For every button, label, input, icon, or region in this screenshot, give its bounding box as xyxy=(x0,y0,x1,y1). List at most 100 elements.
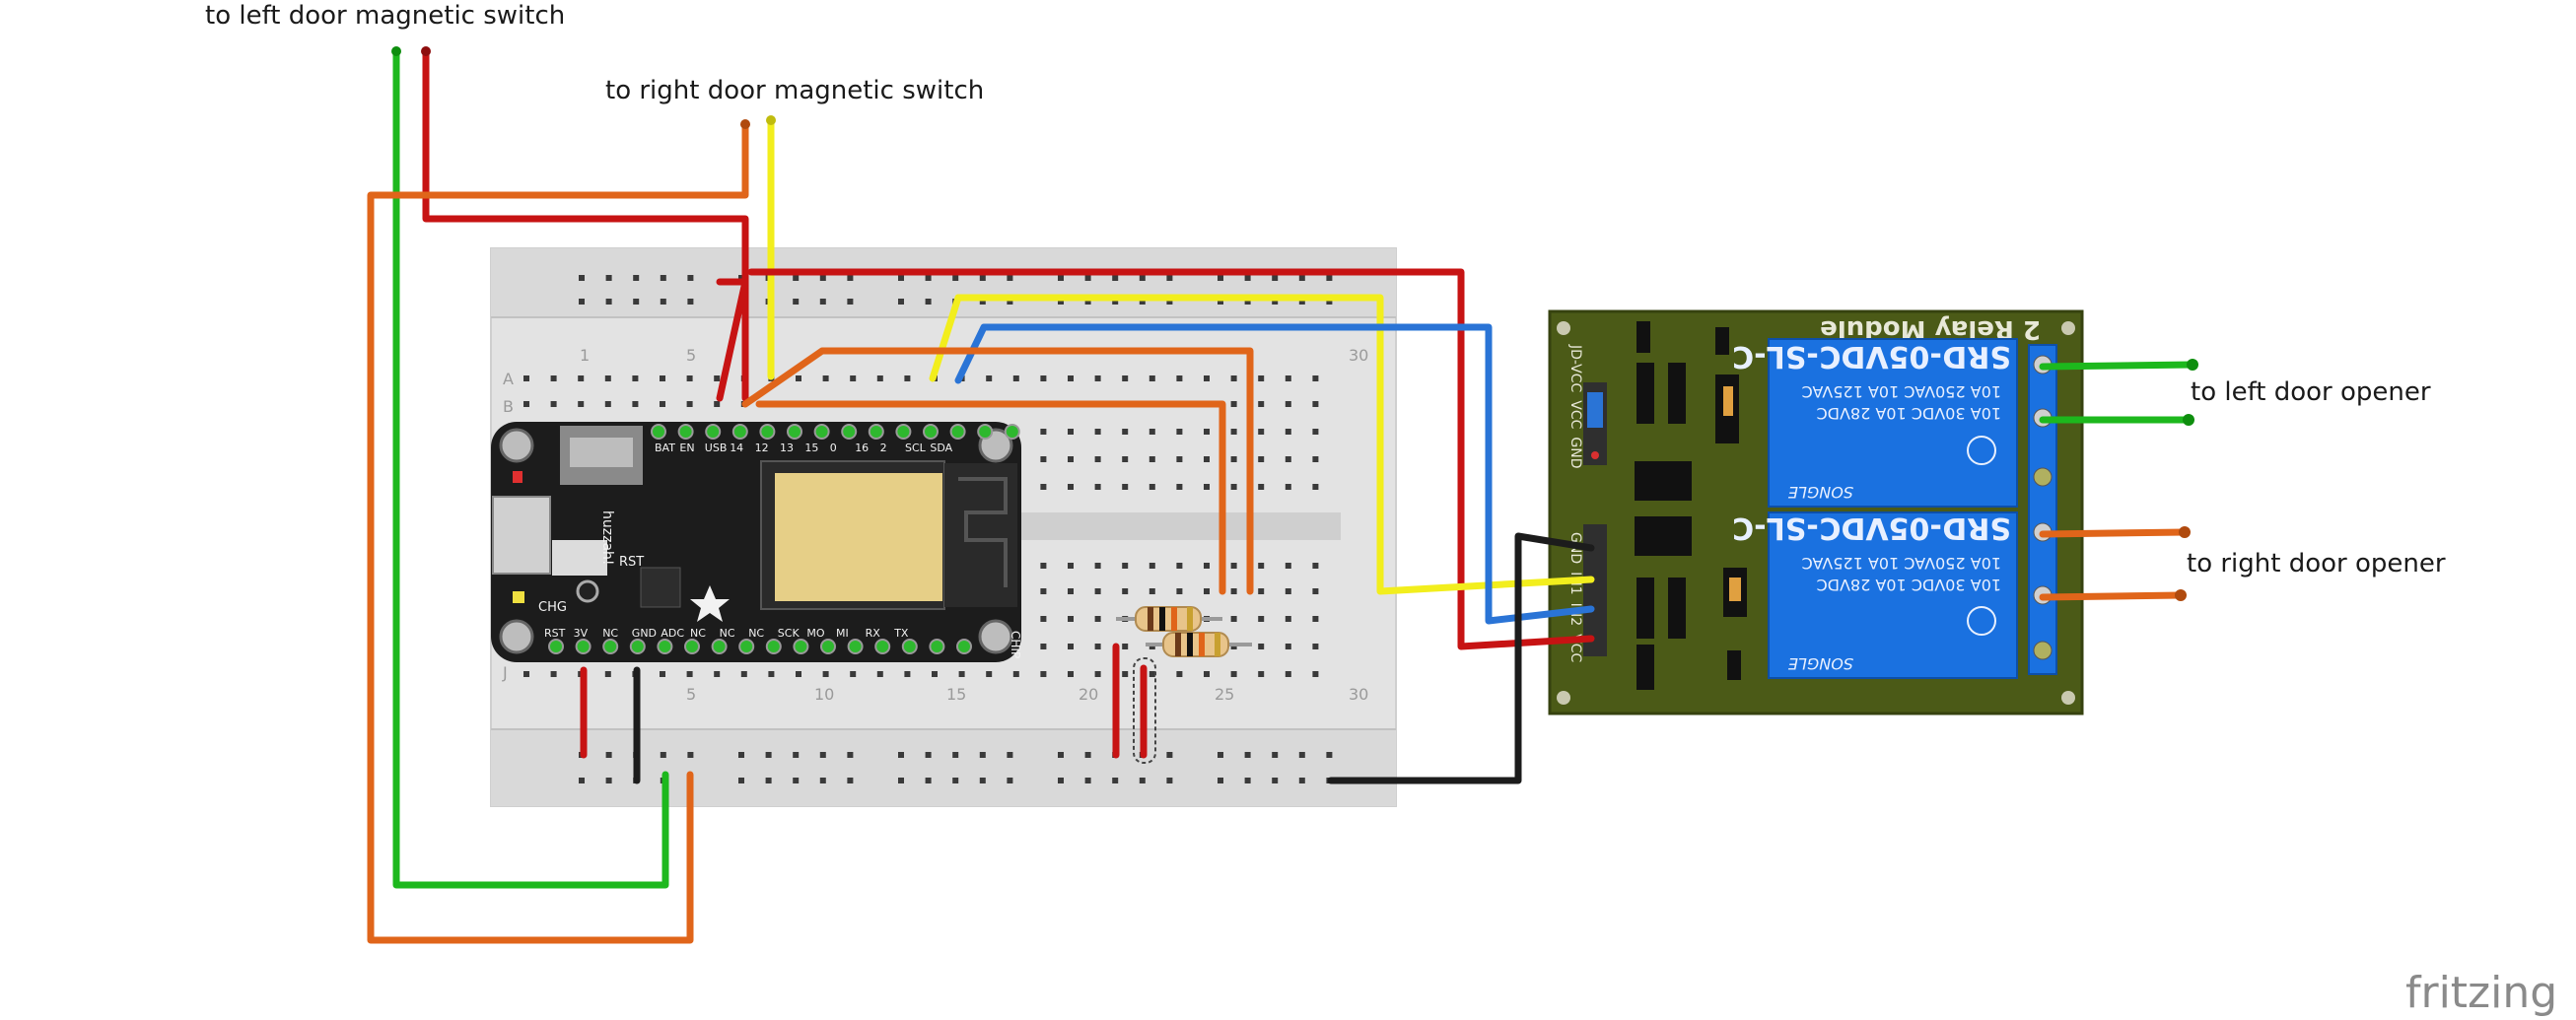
feather-pin xyxy=(787,424,802,440)
feather-pin xyxy=(651,424,666,440)
feather-bottom-pin-label: RX xyxy=(866,627,881,640)
feather-rst-label: RST xyxy=(619,555,644,570)
breadboard-hole xyxy=(1312,671,1319,677)
feather-pin xyxy=(548,639,564,654)
breadboard-hole xyxy=(660,275,666,281)
breadboard-hole xyxy=(986,671,993,677)
breadboard-hole xyxy=(1176,375,1183,381)
breadboard-hole xyxy=(1094,588,1101,594)
breadboard-hole xyxy=(1272,299,1279,305)
feather-pin xyxy=(738,639,755,654)
breadboard-hole xyxy=(1094,644,1101,649)
breadboard-hole xyxy=(523,375,529,381)
breadboard-hole xyxy=(1068,563,1074,569)
feather-top-pin-label: SDA xyxy=(930,442,952,454)
breadboard-hole xyxy=(847,275,854,281)
breadboard-hole xyxy=(1312,375,1319,381)
feather-bottom-pin-label: SCK xyxy=(778,627,801,640)
breadboard-hole xyxy=(1176,588,1183,594)
feather-bottom-pin-label: MI xyxy=(836,627,849,640)
breadboard-hole xyxy=(1312,484,1319,490)
breadboard-hole xyxy=(1094,456,1101,462)
breadboard-hole xyxy=(952,275,959,281)
label-left-door-magnetic-switch: to left door magnetic switch xyxy=(205,1,565,31)
col-num-bottom-20: 20 xyxy=(1079,685,1098,704)
feather-name: huzzah! xyxy=(599,510,615,566)
breadboard-hole xyxy=(579,299,585,305)
wire-yellow-to-relay-in1 xyxy=(929,294,1595,595)
breadboard-hole xyxy=(876,671,883,677)
breadboard-hole xyxy=(1094,563,1101,569)
wire-right-switch-orange xyxy=(367,120,749,944)
col-num-bottom-25: 25 xyxy=(1215,685,1234,704)
breadboard-hole xyxy=(1040,616,1047,622)
breadboard-hole xyxy=(1285,429,1291,435)
relay-2-maker: SONGLE xyxy=(1787,654,1853,673)
feather-top-pin-label: EN xyxy=(679,442,694,454)
breadboard-hole xyxy=(1312,429,1319,435)
breadboard-hole xyxy=(1230,588,1237,594)
row-label-j: J xyxy=(502,663,508,682)
breadboard-hole xyxy=(1312,563,1319,569)
col-num-bottom-15: 15 xyxy=(946,685,966,704)
breadboard-hole xyxy=(1285,616,1291,622)
breadboard-hole xyxy=(1285,401,1291,407)
breadboard-hole xyxy=(1285,671,1291,677)
feather-pin xyxy=(813,424,830,440)
feather-pin xyxy=(868,424,884,440)
breadboard-hole xyxy=(1166,275,1173,281)
breadboard-hole xyxy=(1068,484,1074,490)
col-num-bottom-10: 10 xyxy=(814,685,834,704)
feather-chg-label: CHG xyxy=(538,600,567,615)
breadboard-hole xyxy=(714,401,721,407)
feather-bottom-pin-label: TX xyxy=(893,627,909,640)
relay-1-model: SRD-05VDC-SL-C xyxy=(1732,339,2011,374)
breadboard-hole xyxy=(1122,671,1129,677)
breadboard-hole xyxy=(898,752,904,758)
feather-bottom-pin-label: 3V xyxy=(574,627,589,640)
feather-top-pin-label: 14 xyxy=(730,442,743,454)
relay-2-rating-2: 10A 30VDC 10A 28VDC xyxy=(1817,576,2001,594)
breadboard-hole xyxy=(1112,275,1119,281)
breadboard-hole xyxy=(819,299,826,305)
row-label-b: B xyxy=(503,397,514,416)
breadboard-hole xyxy=(1285,456,1291,462)
breadboard-hole xyxy=(523,401,529,407)
breadboard-hole xyxy=(898,299,904,305)
breadboard-hole xyxy=(1084,752,1091,758)
row-label-a: A xyxy=(503,370,514,388)
breadboard-hole xyxy=(1244,275,1251,281)
feather-top-pin-label: SCL xyxy=(905,442,927,454)
breadboard-hole xyxy=(765,778,772,783)
feather-bottom-pin-label: NC xyxy=(748,627,764,640)
breadboard-hole xyxy=(1139,778,1146,783)
wire-right-opener-orange-1 xyxy=(2039,528,2189,538)
breadboard-hole xyxy=(925,275,932,281)
breadboard-hole xyxy=(687,275,694,281)
breadboard-hole xyxy=(850,671,857,677)
breadboard-hole xyxy=(714,375,721,381)
breadboard-hole xyxy=(738,752,744,758)
breadboard-hole xyxy=(1007,299,1013,305)
breadboard-hole xyxy=(1298,275,1305,281)
breadboard-hole xyxy=(1040,456,1047,462)
feather-pin xyxy=(847,639,864,654)
breadboard-hole xyxy=(686,671,693,677)
breadboard-hole xyxy=(1122,588,1129,594)
breadboard-hole xyxy=(1258,616,1265,622)
breadboard-hole xyxy=(1204,484,1210,490)
breadboard-hole xyxy=(660,671,665,677)
breadboard-hole xyxy=(1230,616,1237,622)
wires xyxy=(367,47,2196,944)
breadboard-hole xyxy=(1218,299,1223,305)
feather-bottom-pin-label: NC xyxy=(720,627,735,640)
feather-pin xyxy=(731,424,748,440)
feather-bottom-pin-label: MO xyxy=(806,627,824,640)
breadboard-hole xyxy=(1258,644,1265,649)
breadboard-hole xyxy=(1285,588,1291,594)
wire-orange-resistor-1 xyxy=(741,347,1254,595)
breadboard-hole xyxy=(632,375,639,381)
wire-orange-resistor-2 xyxy=(755,400,1226,595)
